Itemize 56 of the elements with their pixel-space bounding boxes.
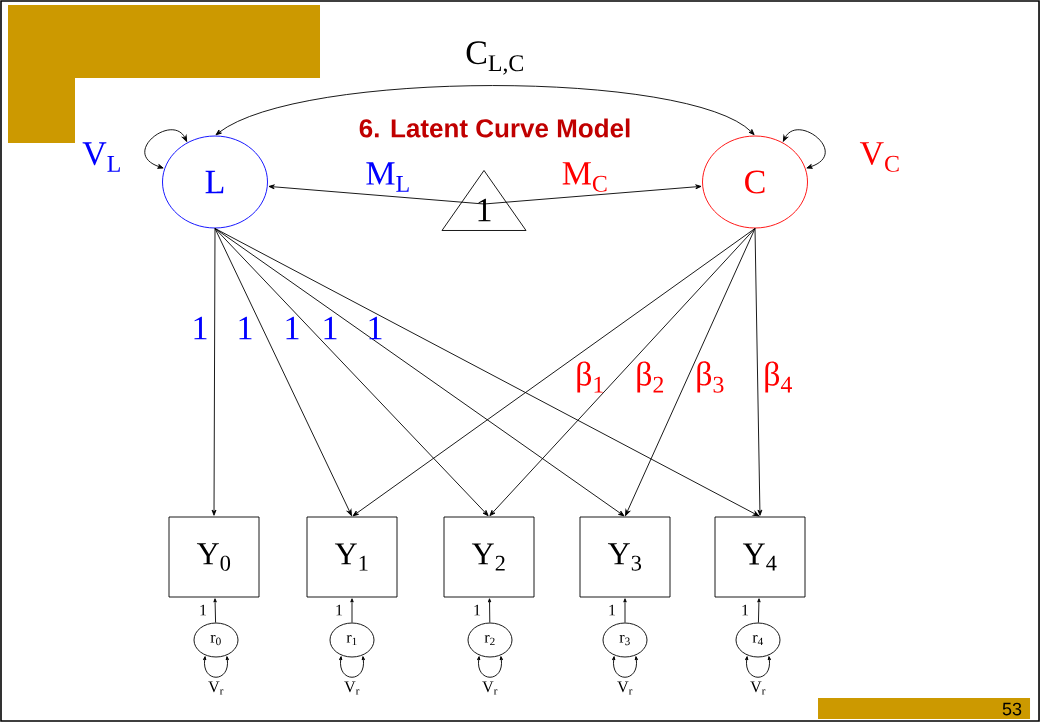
arrow: [487, 598, 492, 623]
observed-box: Y$_{0}$: [168, 516, 260, 598]
edge-label: 1: [609, 604, 616, 616]
loop-arrow: [338, 656, 366, 678]
edge-label: 1: [324, 316, 337, 340]
arrow: [214, 228, 352, 516]
edge-label: V$_{r}$: [344, 681, 360, 695]
arrow: [350, 598, 354, 623]
edge-label: V$_{L}$: [82, 142, 120, 172]
edge-label: C$_{L,C}$: [466, 41, 523, 75]
edge-label: 1: [286, 316, 299, 340]
arrow: [268, 184, 485, 205]
page-number: 53: [1002, 702, 1022, 716]
edge-label: 1: [200, 604, 207, 616]
edge-label: V$_{r}$: [617, 681, 633, 695]
constant-triangle: 1: [441, 170, 527, 231]
loop-arrow: [782, 129, 826, 169]
loop-arrow: [744, 656, 772, 678]
observed-box: Y$_{3}$: [579, 516, 671, 598]
edge-label: V$_{r}$: [208, 681, 224, 695]
arrow: [754, 228, 763, 516]
arrow: [489, 228, 756, 517]
edge-label: β$_{3}$: [697, 361, 724, 393]
edge-label: V$_{r}$: [750, 681, 766, 695]
edge-label: M$_{C}$: [562, 162, 607, 192]
loop-arrow: [202, 656, 230, 678]
edge-label: 1: [369, 316, 382, 340]
arrow: [214, 228, 489, 517]
arrow: [352, 228, 756, 517]
edge-label: 1: [336, 604, 343, 616]
observed-box: Y$_{4}$: [714, 516, 806, 598]
edge-label: 1: [194, 316, 207, 340]
arrow: [623, 598, 627, 623]
curved-arrow: [215, 85, 755, 136]
edge-label: 1: [474, 604, 481, 616]
edge-label: β$_{2}$: [637, 361, 664, 393]
edge-label: 1: [239, 316, 252, 340]
arrow: [213, 598, 217, 623]
arrow: [214, 228, 760, 517]
edge-label: M$_{L}$: [366, 162, 409, 192]
observed-box: Y$_{2}$: [443, 516, 535, 598]
arrow: [214, 228, 625, 517]
edge-label: β$_{4}$: [765, 361, 792, 393]
arrow: [483, 184, 702, 205]
arrow: [757, 598, 761, 623]
edge-label: β$_{1}$: [577, 361, 603, 393]
loop-arrow: [611, 656, 639, 678]
loop-arrow: [476, 656, 504, 678]
edge-label: V$_{C}$: [859, 142, 899, 172]
edge-label: 1: [742, 604, 749, 616]
loop-arrow: [144, 129, 188, 169]
observed-box: Y$_{1}$: [306, 516, 398, 598]
slide-title: 6. Latent Curve Model: [359, 118, 630, 138]
edge-label: V$_{r}$: [482, 681, 498, 695]
arrow: [211, 228, 217, 516]
arrow: [625, 228, 756, 516]
